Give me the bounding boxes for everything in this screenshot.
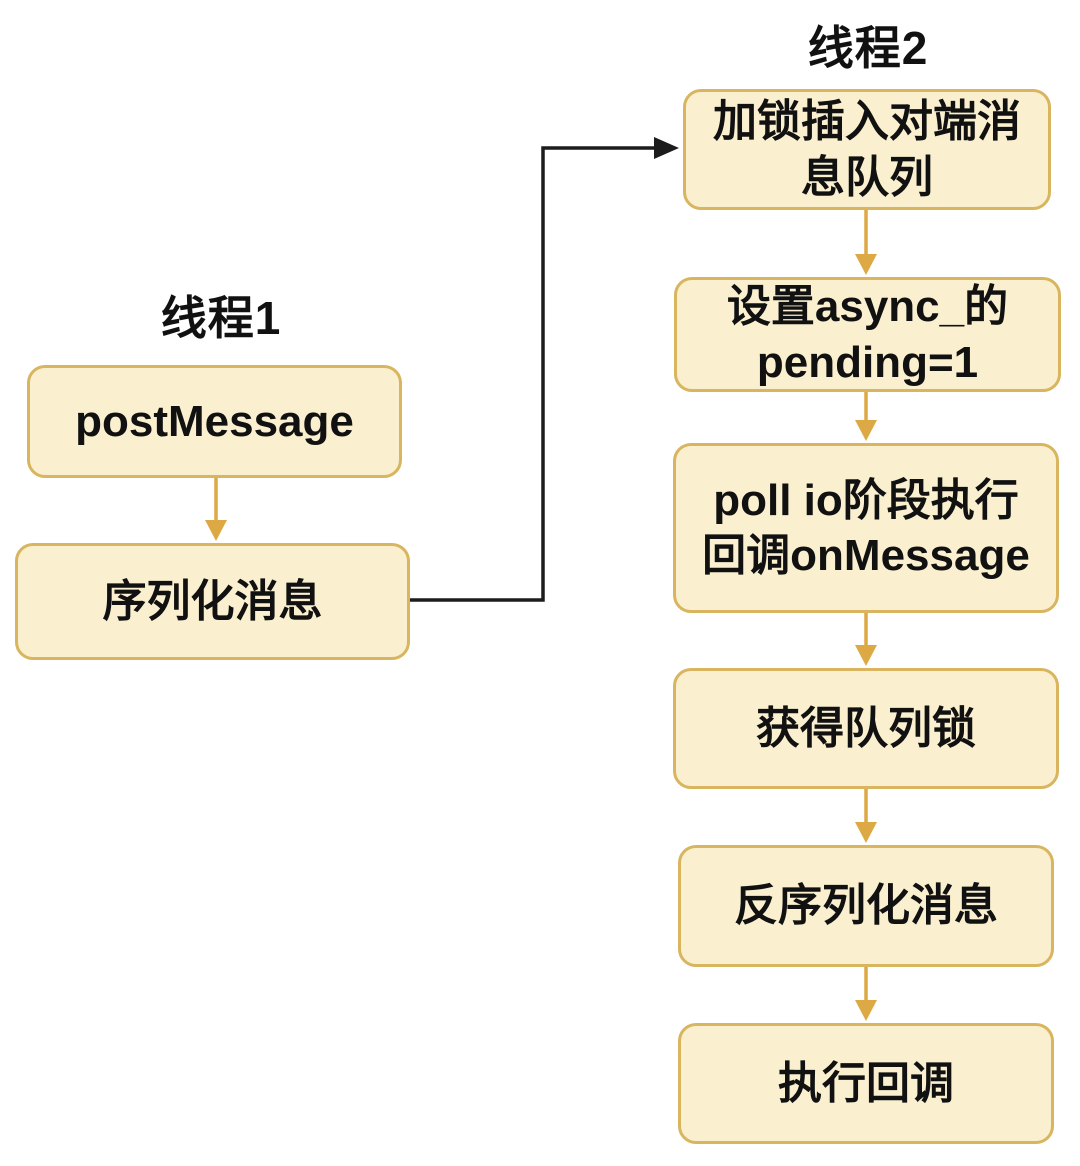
node-poll-io-run-onmessage: poll io阶段执行 回调onMessage — [673, 443, 1059, 613]
edge-acquirelock-to-deserialize — [855, 789, 877, 843]
node-post-message: postMessage — [27, 365, 402, 478]
edge-postmessage-to-serialize — [205, 478, 227, 541]
edge-enqueue-to-setpending — [855, 210, 877, 275]
edge-deserialize-to-runcallback — [855, 967, 877, 1021]
node-deserialize-message: 反序列化消息 — [678, 845, 1054, 967]
node-set-async-pending: 设置async_的 pending=1 — [674, 277, 1061, 392]
edge-setpending-to-pollio — [855, 392, 877, 441]
node-run-callback: 执行回调 — [678, 1023, 1054, 1144]
thread1-title: 线程1 — [160, 292, 282, 344]
edge-serialize-to-enqueue — [410, 137, 679, 602]
node-acquire-queue-lock: 获得队列锁 — [673, 668, 1059, 789]
node-serialize-message: 序列化消息 — [15, 543, 410, 660]
edge-pollio-to-acquirelock — [855, 613, 877, 666]
thread2-title: 线程2 — [807, 22, 929, 74]
node-lock-insert-peer-queue: 加锁插入对端消 息队列 — [683, 89, 1051, 210]
